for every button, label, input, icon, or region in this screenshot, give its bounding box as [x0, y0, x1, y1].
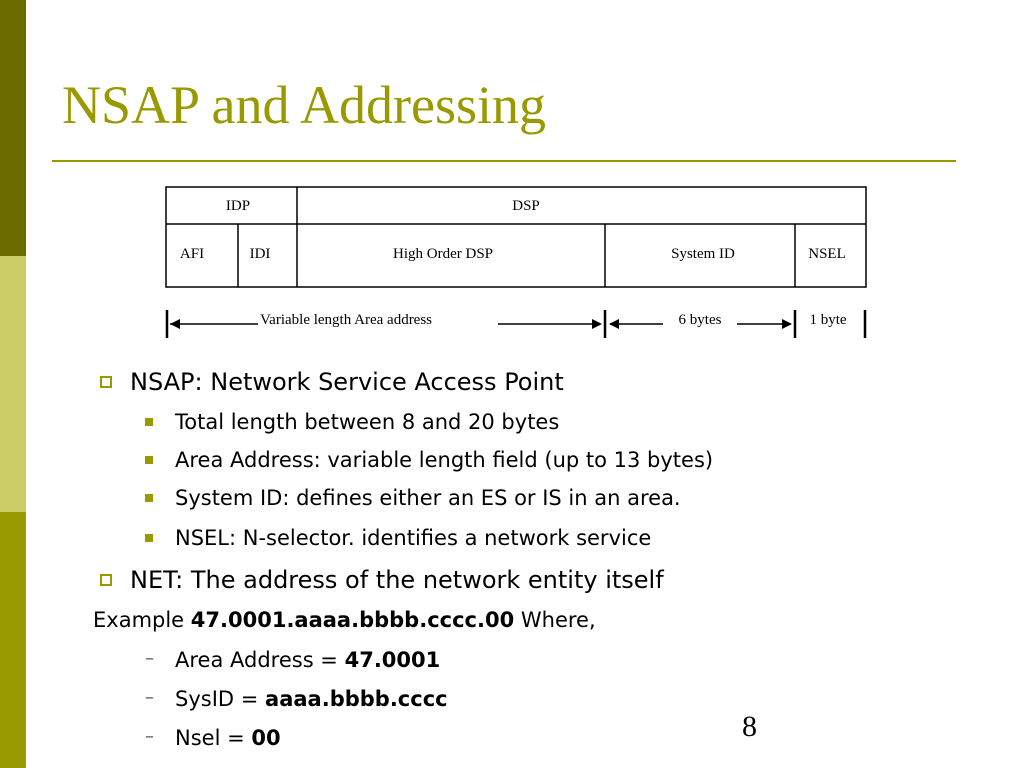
- nsap-format-diagram: IDP DSP AFI IDI High Order DSP System ID…: [165, 186, 867, 338]
- one-byte-label: 1 byte: [809, 312, 846, 328]
- diagram-outer-box: [165, 186, 867, 288]
- slide-title: NSAP and Addressing: [62, 75, 547, 135]
- arrow-head-right: [782, 319, 792, 329]
- area-address-label: Area Address =: [175, 648, 338, 672]
- example-suffix: Where,: [520, 608, 596, 632]
- filled-square-bullet-icon: [145, 418, 153, 426]
- system-id-label: System ID: [671, 246, 735, 262]
- nsel-value: 00: [251, 726, 281, 750]
- bullet-text: NSEL: N-selector. identifies a network s…: [175, 526, 652, 550]
- sidebar-accent-middle: [0, 256, 26, 512]
- bullet-text: NET: The address of the network entity i…: [130, 566, 664, 594]
- sysid-label: SysID =: [175, 687, 259, 711]
- idp-label: IDP: [226, 198, 250, 214]
- example-prefix: Example: [93, 608, 185, 632]
- page-number: 8: [742, 710, 757, 743]
- dash-bullet-icon: –: [145, 648, 154, 669]
- example-line: Example 47.0001.aaaa.bbbb.cccc.00 Where,: [93, 608, 596, 632]
- filled-square-bullet-icon: [145, 456, 153, 464]
- bullet-text: NSAP: Network Service Access Point: [130, 368, 564, 396]
- bullet-text: System ID: defines either an ES or IS in…: [175, 486, 681, 510]
- dash-bullet-icon: –: [145, 726, 154, 747]
- sysid-value: aaaa.bbbb.cccc: [265, 687, 448, 711]
- dash-bullet-icon: –: [145, 687, 154, 708]
- idi-label: IDI: [250, 246, 271, 262]
- bullet-text: Total length between 8 and 20 bytes: [175, 410, 560, 434]
- high-order-dsp-label: High Order DSP: [393, 246, 493, 262]
- bullet-text: Area Address: variable length field (up …: [175, 448, 714, 472]
- hollow-square-bullet-icon: [100, 376, 112, 388]
- arrow-head-left: [609, 319, 619, 329]
- length-tick-marks: [165, 310, 867, 338]
- arrow-head-left: [170, 319, 180, 329]
- hollow-square-bullet-icon: [100, 574, 112, 586]
- afi-label: AFI: [180, 246, 204, 262]
- sidebar-accent-bottom: [0, 512, 26, 768]
- dsp-label: DSP: [512, 198, 540, 214]
- filled-square-bullet-icon: [145, 534, 153, 542]
- arrow-head-right: [592, 319, 602, 329]
- nsel-label: NSEL: [808, 246, 846, 262]
- filled-square-bullet-icon: [145, 494, 153, 502]
- variable-length-label: Variable length Area address: [260, 312, 432, 328]
- sidebar-accent-top: [0, 0, 26, 256]
- nsel-label: Nsel =: [175, 726, 245, 750]
- area-address-value: 47.0001: [344, 648, 441, 672]
- title-underline: [52, 160, 956, 162]
- example-value: 47.0001.aaaa.bbbb.cccc.00: [190, 608, 515, 632]
- six-bytes-label: 6 bytes: [679, 312, 722, 328]
